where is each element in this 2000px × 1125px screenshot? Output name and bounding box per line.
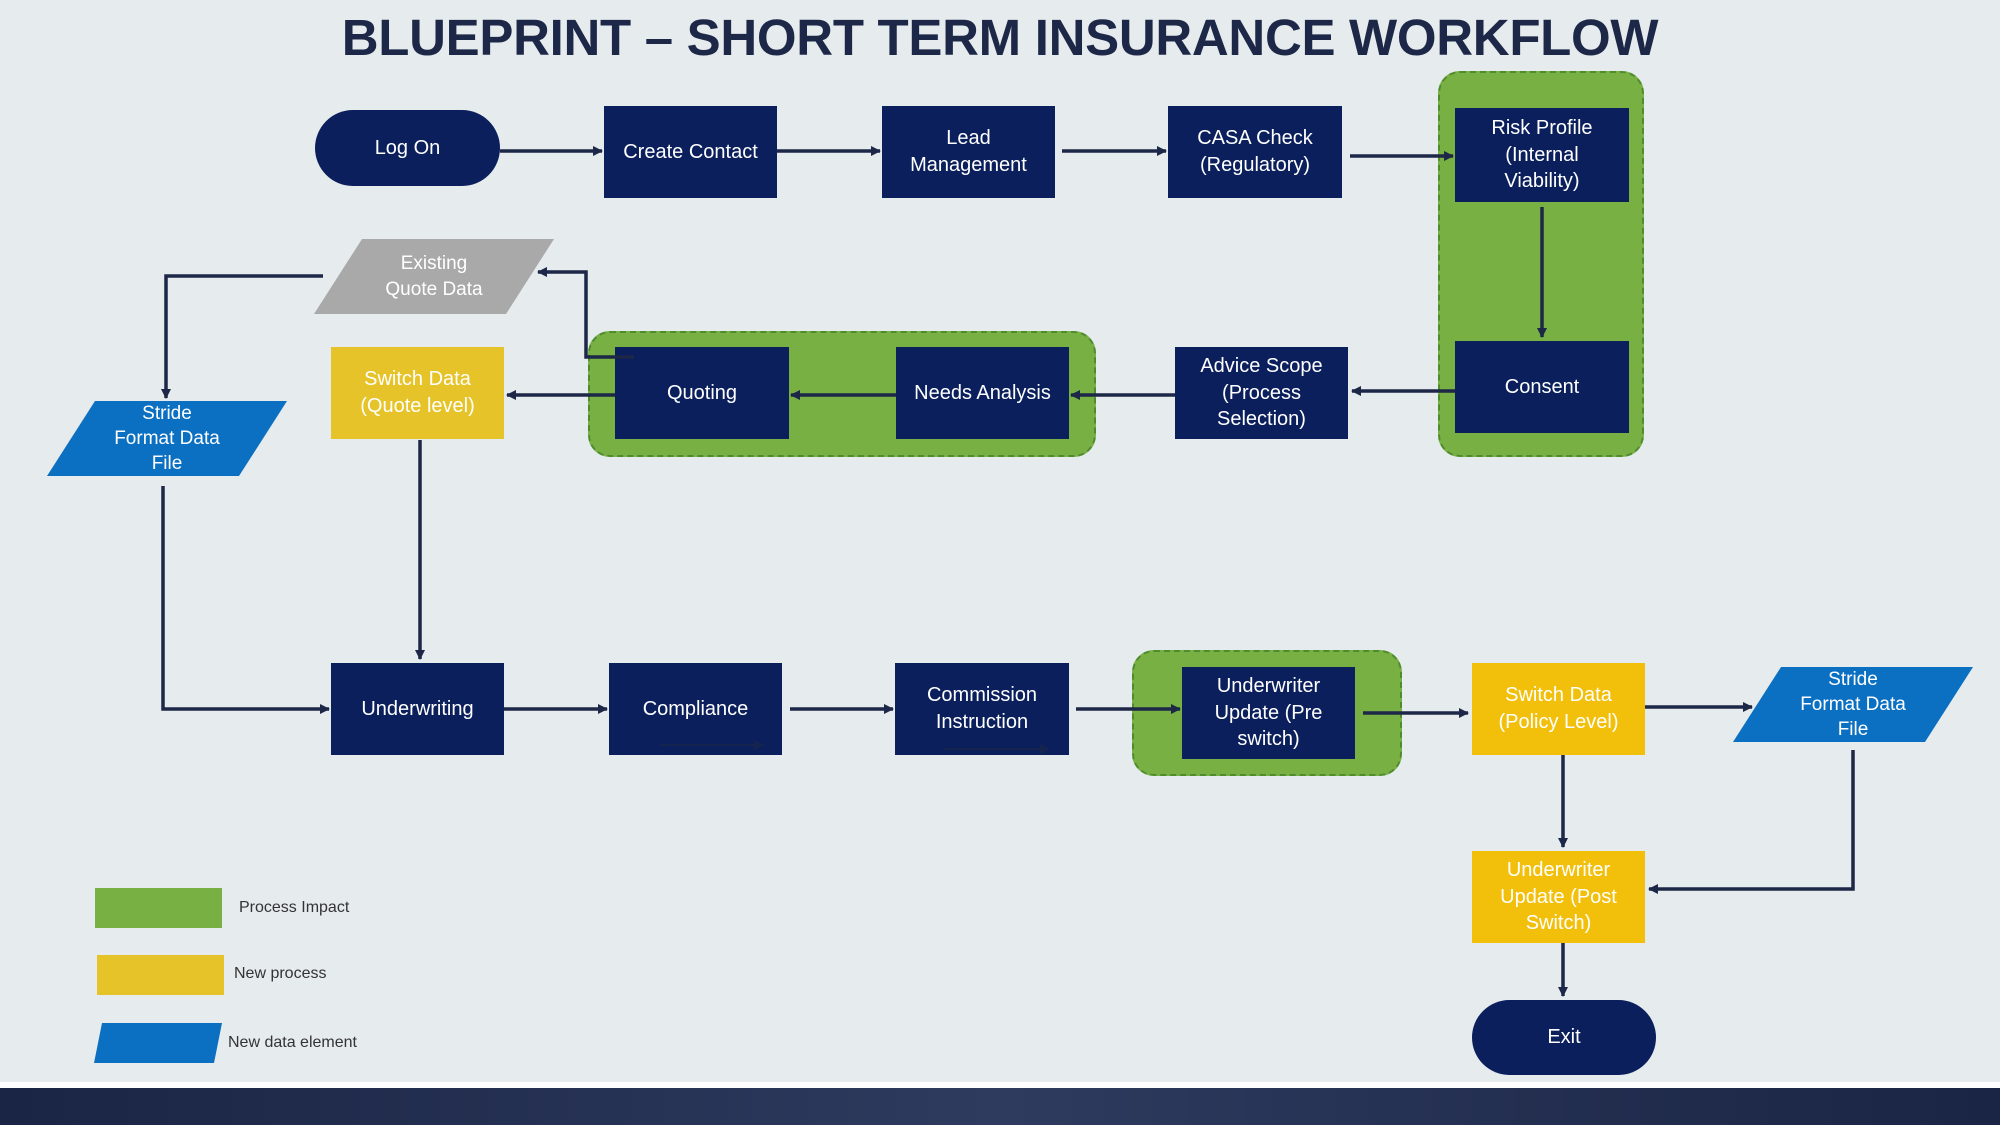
lead-management-node[interactable]: Lead Management (882, 106, 1055, 198)
parallelogram-gray-shape (314, 239, 554, 314)
compliance-node[interactable]: Compliance (609, 663, 782, 755)
legend-label-process-impact: Process Impact (239, 899, 350, 916)
consent-node[interactable]: Consent (1455, 341, 1629, 433)
log-on-node[interactable]: Log On (315, 110, 500, 186)
casa-check-node[interactable]: CASA Check (Regulatory) (1168, 106, 1342, 198)
stride-file-left-node[interactable]: Stride Format Data File (47, 401, 287, 476)
arrow-stride-underwriting (161, 486, 330, 714)
parallelogram-blue-shape (47, 401, 287, 476)
stride-file-right-label: Stride Format Data File (1800, 668, 1906, 741)
advice-scope-node[interactable]: Advice Scope (Process Selection) (1175, 347, 1348, 439)
parallelogram-blue-shape (1733, 667, 1973, 742)
quoting-node[interactable]: Quoting (615, 347, 789, 439)
arrow-existing-stride (161, 274, 323, 399)
underwriting-node[interactable]: Underwriting (331, 663, 504, 755)
create-contact-node[interactable]: Create Contact (604, 106, 777, 198)
legend-swatch-process-impact (95, 888, 222, 928)
needs-analysis-node[interactable]: Needs Analysis (896, 347, 1069, 439)
underwriter-update-post-node[interactable]: Underwriter Update (Post Switch) (1472, 851, 1645, 943)
legend-swatch-new-process (97, 955, 224, 995)
exit-node[interactable]: Exit (1472, 1000, 1656, 1075)
commission-instruction-node[interactable]: Commission Instruction (895, 663, 1069, 755)
stride-file-right-node[interactable]: Stride Format Data File (1733, 667, 1973, 742)
legend-label-new-data-element: New data element (228, 1034, 357, 1051)
existing-quote-data-label: Existing Quote Data (385, 253, 483, 300)
legend-swatch-new-data-element (94, 1023, 222, 1063)
stride-file-left-label: Stride Format Data File (114, 402, 220, 475)
risk-profile-node[interactable]: Risk Profile (Internal Viability) (1455, 108, 1629, 202)
footer-bar (0, 1088, 2000, 1125)
existing-quote-data-node[interactable]: Existing Quote Data (314, 239, 554, 314)
switch-data-quote-node[interactable]: Switch Data (Quote level) (331, 347, 504, 439)
underwriter-update-pre-node[interactable]: Underwriter Update (Pre switch) (1182, 667, 1355, 759)
switch-data-policy-node[interactable]: Switch Data (Policy Level) (1472, 663, 1645, 755)
arrow-stride-underwriter-post (1648, 750, 1855, 894)
footer-divider (0, 1082, 2000, 1088)
page-title: BLUEPRINT – SHORT TERM INSURANCE WORKFLO… (341, 9, 1659, 66)
arrow-quoting-existing (537, 267, 634, 359)
legend-label-new-process: New process (234, 965, 327, 982)
